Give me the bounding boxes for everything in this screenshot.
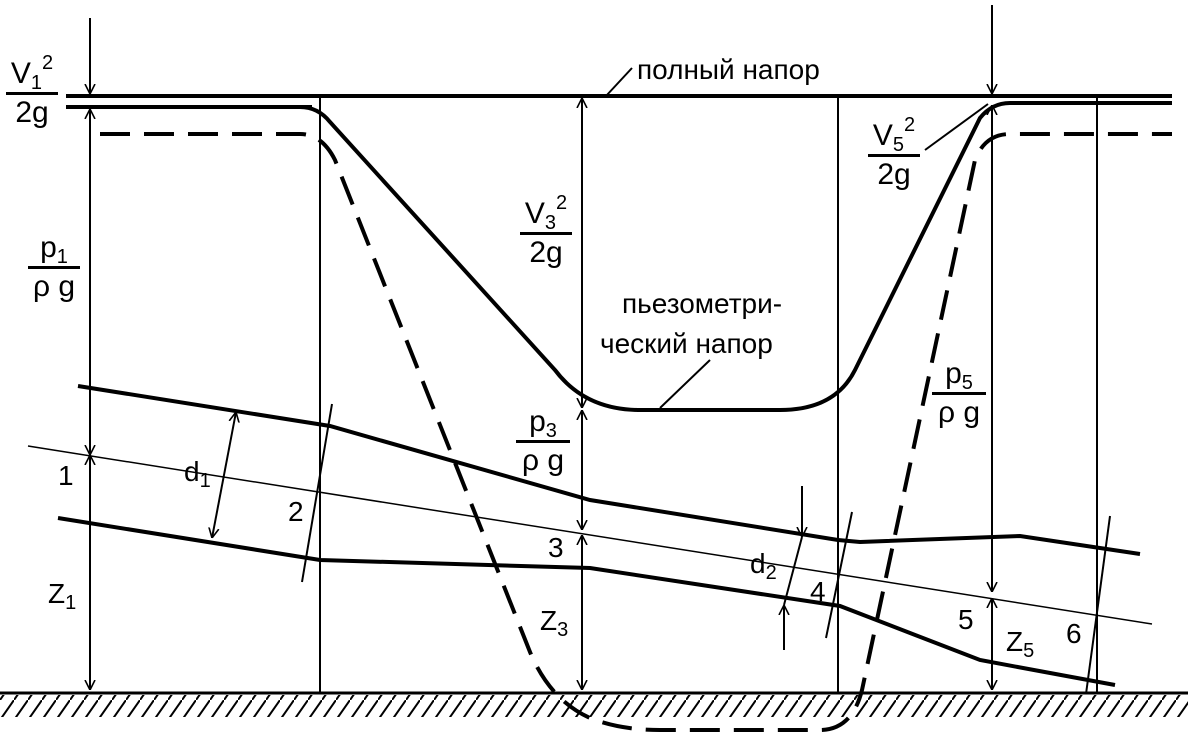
d2-label: d2 [750,548,777,584]
piezo-label-line1: пьезометри- [622,288,783,319]
z5-label: Z5 [1006,626,1035,662]
section-1-label: 1 [58,460,74,491]
p5-pressure-head: p5 ρ g [932,358,986,429]
dashed-energy-line [100,132,1172,732]
piezo-leader [659,359,711,409]
d1-label: d1 [184,456,211,492]
section-verticals [319,96,1098,693]
dimension-arrows [90,5,992,690]
v1-velocity-head: V12 2g [6,53,58,129]
v5-velocity-head: V52 2g [868,115,920,191]
section-4-label: 4 [810,576,826,607]
v3-velocity-head: V32 2g [520,193,572,269]
z3-label: Z3 [540,605,569,641]
pipe-bottom-wall [57,516,1116,687]
section-6-label: 6 [1066,618,1082,649]
section-cut-marks [301,403,1111,695]
piezometric-head-line [66,101,1172,412]
z1-label: Z1 [48,578,77,614]
p3-pressure-head: p3 ρ g [516,406,570,477]
section-3-label: 3 [548,532,564,563]
full-head-label: полный напор [637,54,820,85]
section-5-label: 5 [958,604,974,635]
full-head-leader [605,67,633,97]
p1-pressure-head: p1 ρ g [28,232,80,303]
section-2-label: 2 [288,496,304,527]
piezo-label-line2: ческий напор [600,328,773,359]
ground [0,691,1188,717]
